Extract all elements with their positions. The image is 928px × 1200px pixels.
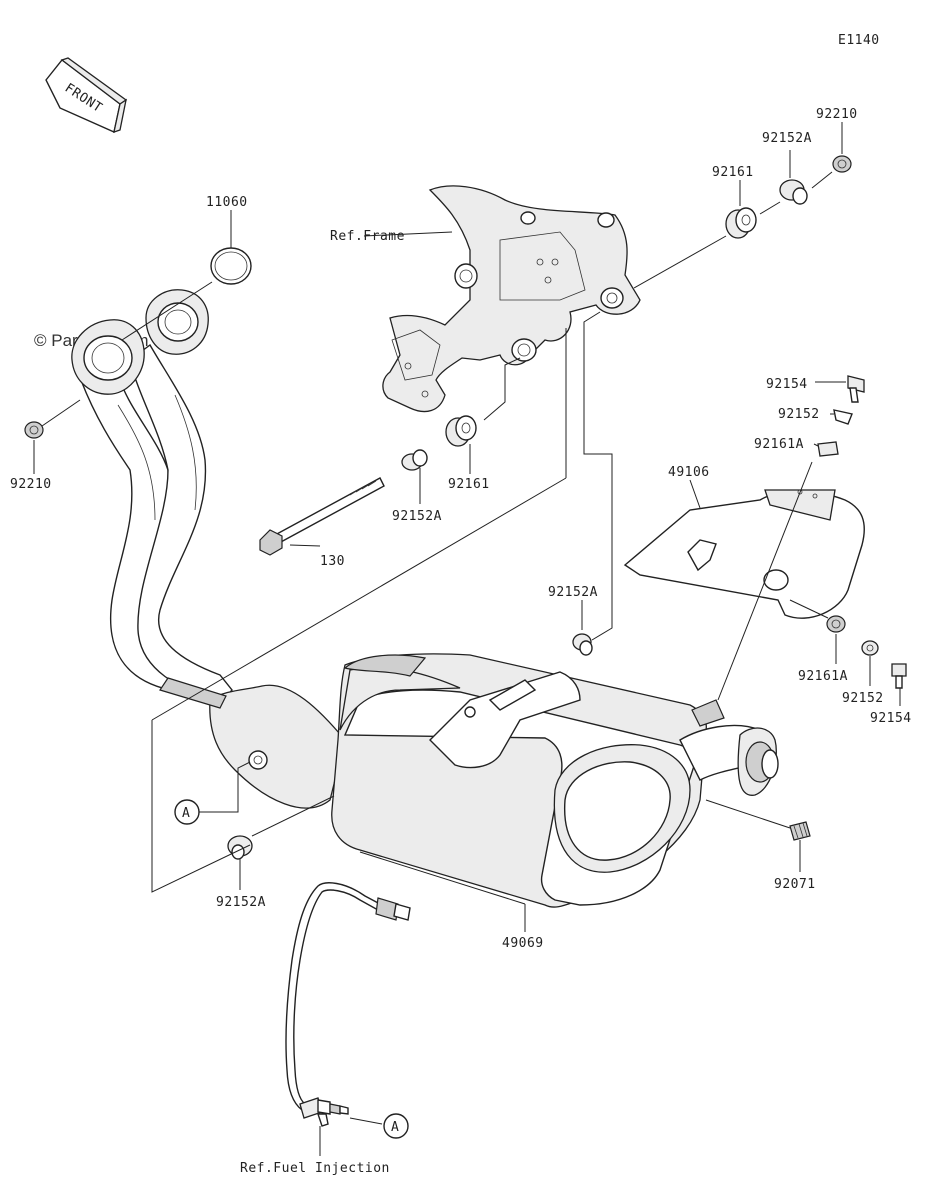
damper-92161A-bottom — [826, 615, 846, 633]
collar-92152A-bottom — [227, 835, 253, 860]
diagram-code: E1140 — [838, 33, 880, 48]
label-92152A-top: 92152A — [762, 131, 812, 146]
bolt-130 — [259, 477, 385, 556]
label-92154-bottom: 92154 — [870, 711, 912, 726]
label-130: 130 — [320, 554, 345, 569]
label-92152-bottom: 92152 — [842, 691, 884, 706]
ref-frame-label: Ref.Frame — [330, 229, 405, 244]
damper-92161A-top — [817, 441, 839, 457]
frame-bracket — [382, 185, 641, 413]
mount-bracket-line-left — [151, 720, 251, 893]
label-92210-top: 92210 — [816, 107, 858, 122]
callout-a-lower — [383, 1113, 409, 1139]
collar-92152A-mid — [401, 449, 428, 471]
collar-92152A-right — [572, 633, 593, 656]
front-arrow-icon: FRONT — [45, 57, 128, 133]
label-92152A-right: 92152A — [548, 585, 598, 600]
label-92161-mid: 92161 — [448, 477, 490, 492]
label-92071: 92071 — [774, 877, 816, 892]
callout-a-lower-letter: A — [391, 1120, 399, 1135]
collar-92152A-top — [779, 179, 808, 205]
label-92161-top: 92161 — [712, 165, 754, 180]
ref-frame-leader — [363, 231, 453, 237]
label-49069: 49069 — [502, 936, 544, 951]
muffler-49069 — [331, 653, 779, 908]
cover-49106 — [623, 489, 865, 619]
o2-sensor-harness — [285, 882, 411, 1127]
callout-a-upper-letter: A — [182, 806, 190, 821]
label-49106: 49106 — [668, 465, 710, 480]
gasket-11060 — [210, 247, 252, 285]
nut-92210-top — [832, 155, 852, 173]
label-92161A-top: 92161A — [754, 437, 804, 452]
bolt-92154-top — [847, 375, 865, 403]
ref-fuel-injection-label: Ref.Fuel Injection — [240, 1161, 390, 1176]
mount-line-bolt — [151, 477, 567, 721]
collar-92152-bottom — [861, 640, 879, 656]
header-pipes — [71, 289, 346, 809]
label-92152A-bottom: 92152A — [216, 895, 266, 910]
label-11060: 11060 — [206, 195, 248, 210]
label-92161A-bottom: 92161A — [798, 669, 848, 684]
label-92210-left: 92210 — [10, 477, 52, 492]
damper-92161-mid — [445, 415, 477, 447]
damper-92071 — [789, 821, 811, 841]
label-92152A-mid: 92152A — [392, 509, 442, 524]
collar-92152-top — [833, 409, 853, 425]
damper-92161-top — [725, 207, 757, 239]
bolt-92154-bottom — [891, 663, 907, 689]
nut-92210-left — [24, 421, 44, 439]
label-92152-top: 92152 — [778, 407, 820, 422]
label-92154-top: 92154 — [766, 377, 808, 392]
